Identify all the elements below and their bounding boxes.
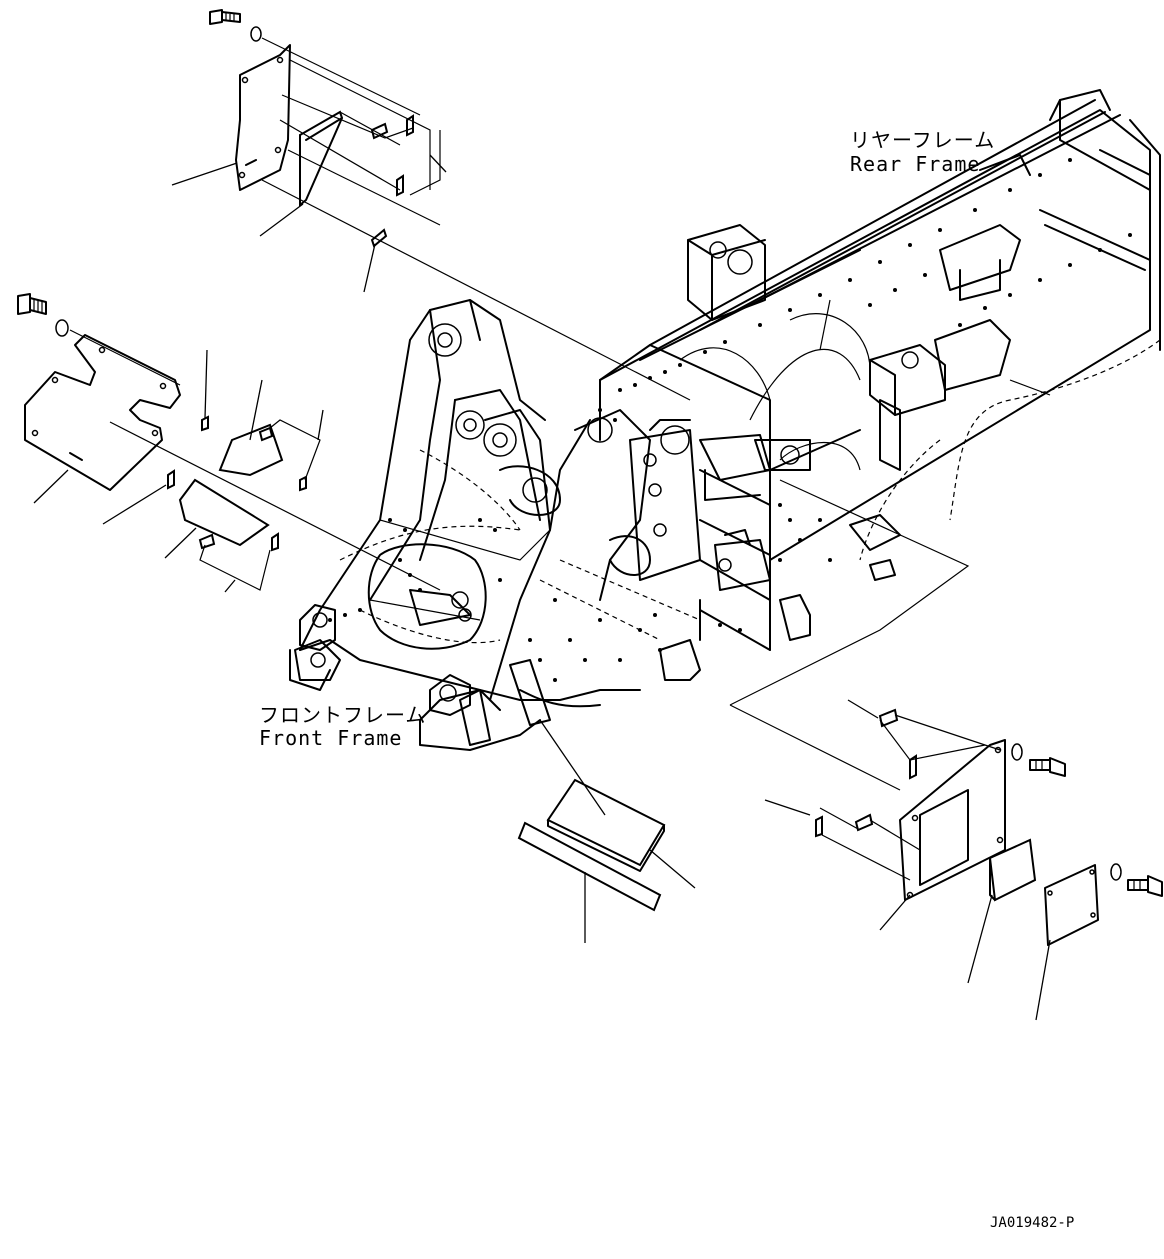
front-frame-drawing xyxy=(289,299,701,751)
rear-frame-bolt-holes xyxy=(598,158,1132,632)
mid-left-cover-group xyxy=(17,293,441,593)
bottom-right-cover-group xyxy=(729,479,1163,1021)
front-frame-label-jp: フロントフレーム xyxy=(259,703,427,727)
front-frame-bolt-holes xyxy=(328,518,662,682)
top-left-cover-group xyxy=(171,9,691,401)
front-frame-label-en: Front Frame xyxy=(259,726,403,750)
rear-frame-drawing xyxy=(599,89,1161,681)
drawing-code: JA019482-P xyxy=(990,1215,1075,1231)
rear-frame-label-jp: リヤーフレーム xyxy=(850,128,996,152)
bottom-center-pad-group xyxy=(517,719,696,943)
rear-frame-label-en: Rear Frame xyxy=(850,152,981,176)
